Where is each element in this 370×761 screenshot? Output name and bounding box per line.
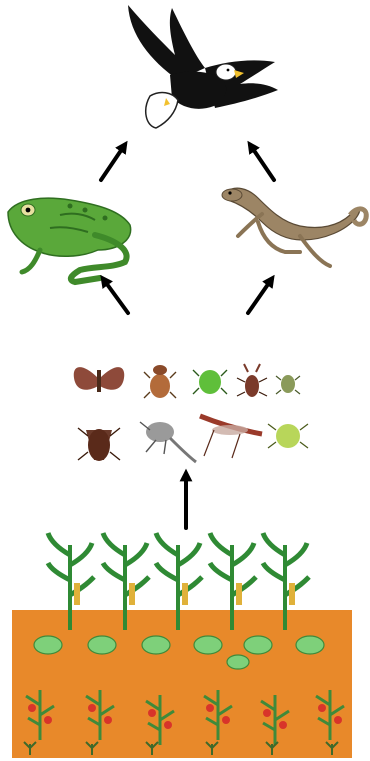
butterfly-icon xyxy=(74,367,125,392)
crop-field-icon xyxy=(12,533,352,758)
stag-beetle-icon xyxy=(237,364,267,397)
eagle-icon xyxy=(128,5,278,128)
arrow-lizard-to-eagle xyxy=(251,146,274,180)
rhino-beetle-icon xyxy=(144,365,176,398)
weevil-icon xyxy=(140,422,196,462)
lettuce-icon xyxy=(194,636,222,654)
arrow-frog-to-eagle xyxy=(101,146,124,180)
green-beetle-icon xyxy=(193,370,227,394)
arrow-insects-to-lizard xyxy=(248,280,271,313)
lettuce-icon xyxy=(296,636,324,654)
lettuce-icon xyxy=(142,636,170,654)
wasp-icon xyxy=(200,416,262,458)
lizard-icon xyxy=(222,188,366,266)
lettuce-icon xyxy=(88,636,116,654)
small-bug-icon xyxy=(276,375,300,394)
stink-bug-icon xyxy=(78,428,120,461)
lettuce-icon xyxy=(244,636,272,654)
arrow-insects-to-frog xyxy=(104,280,128,313)
leaf-beetle-icon xyxy=(268,424,308,448)
frog-icon xyxy=(8,198,131,282)
lettuce-icon xyxy=(227,655,249,669)
soil xyxy=(12,610,352,758)
insects-icon xyxy=(74,364,308,462)
lettuce-icon xyxy=(34,636,62,654)
